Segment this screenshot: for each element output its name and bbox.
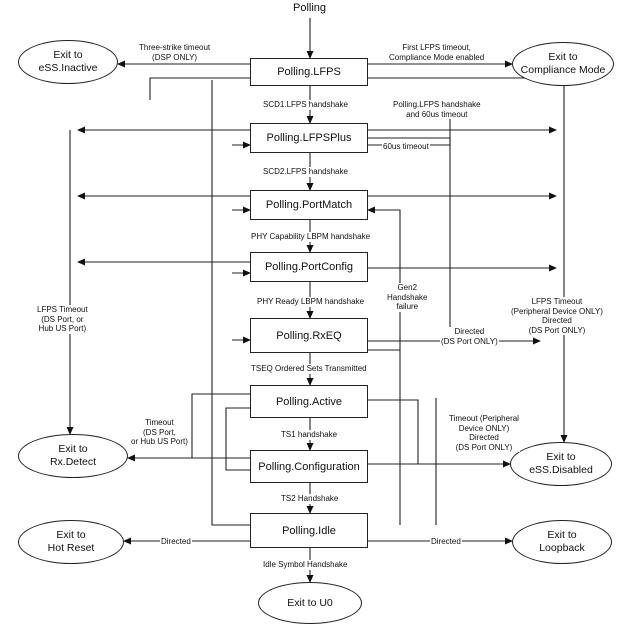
label-directed-rxeq-line2: (DS Port ONLY) bbox=[441, 336, 498, 346]
label-ts1-handshake: TS1 handshake bbox=[280, 430, 339, 440]
label-lfps-timeout-left: LFPS Timeout (DS Port, or Hub US Port) bbox=[36, 305, 89, 334]
label-gen2-line3: failure bbox=[396, 302, 419, 311]
label-timeout-left-line1: Timeout bbox=[145, 418, 174, 427]
line-active-loopback bbox=[225, 407, 250, 471]
label-lfps-timeout-right: LFPS Timeout (Peripheral Device ONLY) Di… bbox=[510, 297, 604, 335]
exit-rx-detect-line2: Rx.Detect bbox=[49, 456, 97, 468]
exit-loopback-line2: Loopback bbox=[539, 542, 585, 554]
label-gen2-line2: Handshake bbox=[387, 292, 428, 302]
exit-ess-disabled-line1: Exit to bbox=[546, 451, 576, 463]
label-first-lfps-timeout: First LFPS timeout, Compliance Mode enab… bbox=[388, 43, 486, 62]
label-timeout-right-line4: (DS Port ONLY) bbox=[455, 442, 513, 452]
label-lfps-right-line2: (Peripheral Device ONLY) bbox=[511, 306, 603, 316]
label-timeout-right-line3: Directed bbox=[469, 433, 499, 442]
label-phy-ready: PHY Ready LBPM handshake bbox=[256, 297, 366, 307]
label-gen2-line1: Gen2 bbox=[397, 283, 418, 292]
label-idle-symbol: Idle Symbol Handshake bbox=[262, 560, 349, 570]
label-directed-loopback: Directed bbox=[430, 537, 462, 547]
label-lfps-right-line4: (DS Port ONLY) bbox=[528, 325, 586, 335]
state-polling-portconfig: Polling.PortConfig bbox=[250, 252, 368, 282]
exit-ess-disabled: Exit to eSS.Disabled bbox=[510, 442, 612, 486]
state-polling-configuration: Polling.Configuration bbox=[250, 450, 368, 483]
exit-ess-inactive-line1: Exit to bbox=[53, 49, 83, 61]
label-timeout-left-line3: or Hub US Port) bbox=[131, 437, 188, 446]
exit-loopback-line1: Exit to bbox=[547, 529, 577, 541]
exit-rx-detect-line1: Exit to bbox=[58, 443, 88, 455]
label-lfps-left-line1: LFPS Timeout bbox=[37, 305, 88, 314]
label-three-strike-line2: (DSP ONLY) bbox=[152, 52, 198, 62]
label-lfps-handshake-60us: Polling.LFPS handshake and 60us timeout bbox=[392, 100, 482, 119]
label-directed-rxeq-line1: Directed bbox=[454, 327, 485, 336]
state-polling-idle: Polling.Idle bbox=[250, 513, 368, 548]
exit-compliance-line1: Exit to bbox=[548, 51, 578, 63]
exit-ess-inactive: Exit to eSS.Inactive bbox=[18, 40, 118, 84]
label-first-lfps-line2: Compliance Mode enabled bbox=[389, 52, 485, 62]
exit-hot-reset: Exit to Hot Reset bbox=[18, 520, 124, 564]
label-first-lfps-line1: First LFPS timeout, bbox=[402, 43, 471, 52]
label-directed-hot-reset: Directed bbox=[160, 537, 192, 547]
label-gen2-failure: Gen2 Handshake failure bbox=[386, 283, 429, 312]
line-active-left bbox=[191, 393, 250, 458]
exit-u0-line1: Exit to U0 bbox=[287, 596, 333, 609]
label-phy-capability: PHY Capability LBPM handshake bbox=[250, 232, 372, 242]
label-three-strike-timeout: Three-strike timeout (DSP ONLY) bbox=[138, 43, 212, 62]
state-polling-active: Polling.Active bbox=[250, 385, 368, 418]
exit-loopback: Exit to Loopback bbox=[512, 520, 612, 564]
label-scd2-handshake: SCD2.LFPS handshake bbox=[262, 167, 349, 177]
label-timeout-left: Timeout (DS Port, or Hub US Port) bbox=[130, 418, 189, 447]
line-active-right bbox=[368, 399, 419, 464]
arrow-gen2-failure bbox=[367, 206, 401, 351]
exit-hot-reset-line2: Hot Reset bbox=[47, 542, 95, 554]
label-timeout-left-line2: (DS Port, bbox=[143, 427, 176, 437]
polling-entry-label: Polling bbox=[293, 2, 327, 14]
label-lfps-right-line3: Directed bbox=[542, 316, 572, 325]
state-polling-portmatch: Polling.PortMatch bbox=[250, 190, 368, 220]
label-60us-timeout: 60us timeout bbox=[382, 142, 430, 152]
exit-rx-detect: Exit to Rx.Detect bbox=[18, 434, 128, 478]
label-three-strike-line1: Three-strike timeout bbox=[139, 43, 211, 52]
label-directed-rxeq: Directed (DS Port ONLY) bbox=[440, 327, 499, 346]
label-tseq: TSEQ Ordered Sets Transmitted bbox=[250, 364, 368, 374]
state-polling-rxeq: Polling.RxEQ bbox=[250, 318, 368, 353]
label-ts2-handshake: TS2 Handshake bbox=[280, 494, 340, 504]
exit-ess-inactive-line2: eSS.Inactive bbox=[38, 62, 98, 74]
label-lfps-hs-line2: and 60us timeout bbox=[406, 109, 468, 119]
exit-compliance-mode: Exit to Compliance Mode bbox=[512, 42, 614, 86]
label-lfps-right-line1: LFPS Timeout bbox=[531, 297, 583, 306]
state-polling-lfpsplus: Polling.LFPSPlus bbox=[250, 123, 368, 153]
label-timeout-right-line2: Device ONLY) bbox=[458, 423, 510, 433]
exit-ess-disabled-line2: eSS.Disabled bbox=[529, 464, 593, 476]
exit-hot-reset-line1: Exit to bbox=[56, 529, 86, 541]
label-lfps-hs-line1: Polling.LFPS handshake bbox=[393, 100, 481, 109]
exit-compliance-line2: Compliance Mode bbox=[520, 64, 606, 76]
exit-u0: Exit to U0 bbox=[258, 582, 362, 624]
label-lfps-left-line2: (DS Port, or bbox=[41, 314, 84, 324]
label-lfps-left-line3: Hub US Port) bbox=[38, 324, 87, 333]
state-polling-lfps: Polling.LFPS bbox=[250, 58, 368, 86]
label-timeout-right-line1: Timeout (Peripheral bbox=[449, 414, 519, 423]
label-timeout-right: Timeout (Peripheral Device ONLY) Directe… bbox=[448, 414, 520, 452]
label-scd1-handshake: SCD1.LFPS handshake bbox=[262, 100, 349, 110]
line-lfps-left-down bbox=[149, 77, 250, 100]
line-inner-left-loop bbox=[211, 80, 250, 526]
